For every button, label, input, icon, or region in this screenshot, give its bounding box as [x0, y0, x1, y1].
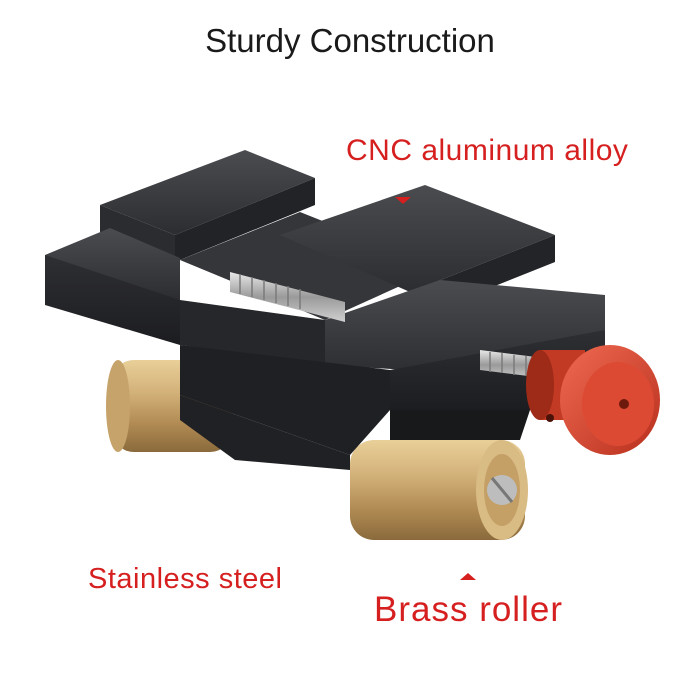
cnc-label: CNC aluminum alloy — [346, 134, 629, 167]
clamp-base — [180, 395, 350, 470]
cnc-pointer — [395, 197, 411, 204]
brass-pointer — [460, 573, 476, 580]
steel-label: Stainless steel — [88, 563, 283, 595]
red-knob — [526, 345, 660, 455]
brass-label: Brass roller — [374, 590, 563, 629]
clamp-body — [45, 150, 605, 455]
brass-roller-right — [350, 440, 528, 540]
page-title: Sturdy Construction — [205, 22, 495, 59]
